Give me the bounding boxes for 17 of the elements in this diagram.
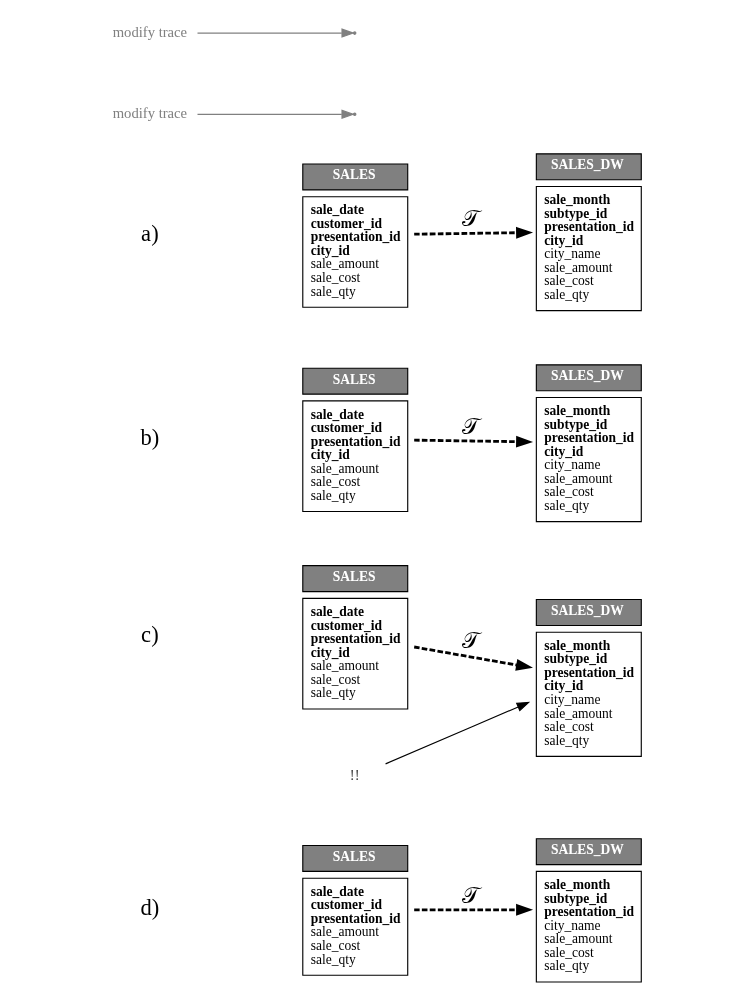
arrow: [196, 28, 355, 38]
arrow: [413, 903, 533, 916]
label: b): [140, 424, 159, 450]
label: a): [140, 220, 159, 246]
node-text: modify trace: [112, 23, 187, 40]
arrow: [413, 645, 533, 671]
edge-label: 𝒯: [461, 205, 480, 232]
label: d): [140, 895, 159, 921]
node-text: modify trace: [112, 105, 187, 122]
label: c): [140, 622, 159, 648]
node-text: !!: [349, 767, 360, 784]
arrow: [413, 226, 533, 239]
edge-label: 𝒯: [461, 627, 480, 654]
arrow: [413, 435, 533, 448]
edge-label: 𝒯: [461, 882, 480, 909]
edge-label: 𝒯: [461, 412, 480, 439]
arrow: [384, 701, 530, 765]
